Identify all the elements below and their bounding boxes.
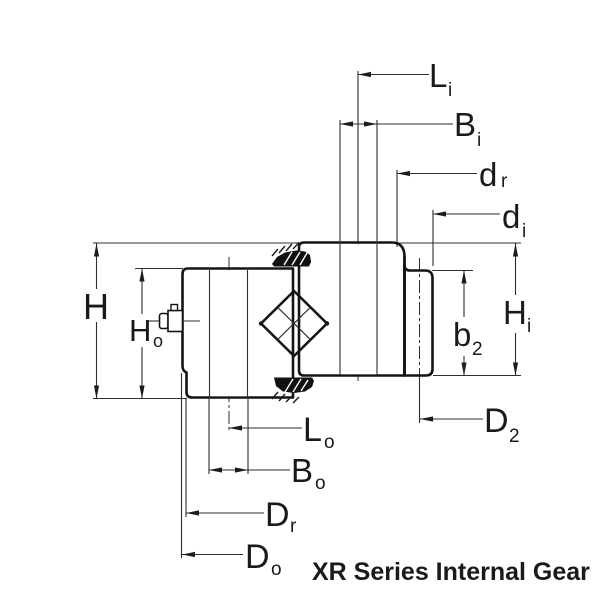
- dim-b2: b 2: [453, 270, 483, 376]
- dim-sub-Do: o: [271, 559, 282, 580]
- dim-label-dr: d: [479, 156, 497, 193]
- dim-sub-Lo: o: [324, 432, 335, 453]
- dim-label-Ho: H: [129, 313, 151, 348]
- dim-sub-Hi: i: [527, 316, 531, 337]
- dim-label-Dr: D: [265, 496, 290, 534]
- dim-label-Bo: B: [291, 452, 313, 489]
- dim-sub-b2: 2: [472, 339, 483, 360]
- dim-di: d i: [433, 198, 526, 242]
- dim-label-Lo: L: [303, 411, 322, 449]
- inner-bolt-hole: [340, 244, 377, 375]
- dim-label-H: H: [83, 286, 109, 327]
- dim-Li: L i: [358, 57, 452, 101]
- dim-label-D2: D: [484, 402, 509, 440]
- dim-Lo: L o: [229, 411, 335, 453]
- inner-ring-section: [297, 241, 406, 377]
- dim-label-Bi: B: [454, 106, 476, 143]
- dim-label-b2: b: [453, 316, 471, 353]
- dim-dr: d r: [397, 156, 508, 193]
- dim-sub-dr: r: [501, 171, 508, 192]
- grease-fitting: [149, 303, 200, 333]
- dim-label-di: d: [502, 198, 520, 235]
- dim-Bo: B o: [209, 452, 326, 494]
- figure-title: XR Series Internal Gear: [312, 558, 590, 586]
- dim-Dr: D r: [186, 496, 297, 537]
- dim-Ho: H o: [129, 268, 163, 399]
- dim-H: H: [83, 243, 109, 399]
- dim-Hi: H i: [503, 243, 531, 376]
- dim-sub-D2: 2: [509, 426, 520, 447]
- internal-gear-teeth: [403, 263, 434, 377]
- dim-Bi: B i: [340, 106, 481, 151]
- dim-Do: D o: [182, 538, 282, 580]
- dim-label-Do: D: [245, 538, 270, 576]
- outer-bolt-hole: [210, 270, 247, 397]
- dim-label-Hi: H: [503, 294, 527, 331]
- dim-sub-Bi: i: [477, 130, 481, 151]
- crossed-roller: [258, 289, 330, 358]
- dim-sub-Dr: r: [290, 516, 297, 537]
- top-seal: [271, 242, 311, 267]
- dim-sub-Ho: o: [153, 331, 163, 351]
- dim-label-Li: L: [429, 57, 447, 94]
- bottom-seal: [271, 377, 314, 404]
- dim-sub-Li: i: [448, 80, 452, 101]
- dim-sub-Bo: o: [315, 473, 326, 494]
- dim-sub-di: i: [522, 221, 526, 242]
- outer-ring-section: [181, 267, 295, 399]
- dim-D2: D 2: [420, 402, 520, 447]
